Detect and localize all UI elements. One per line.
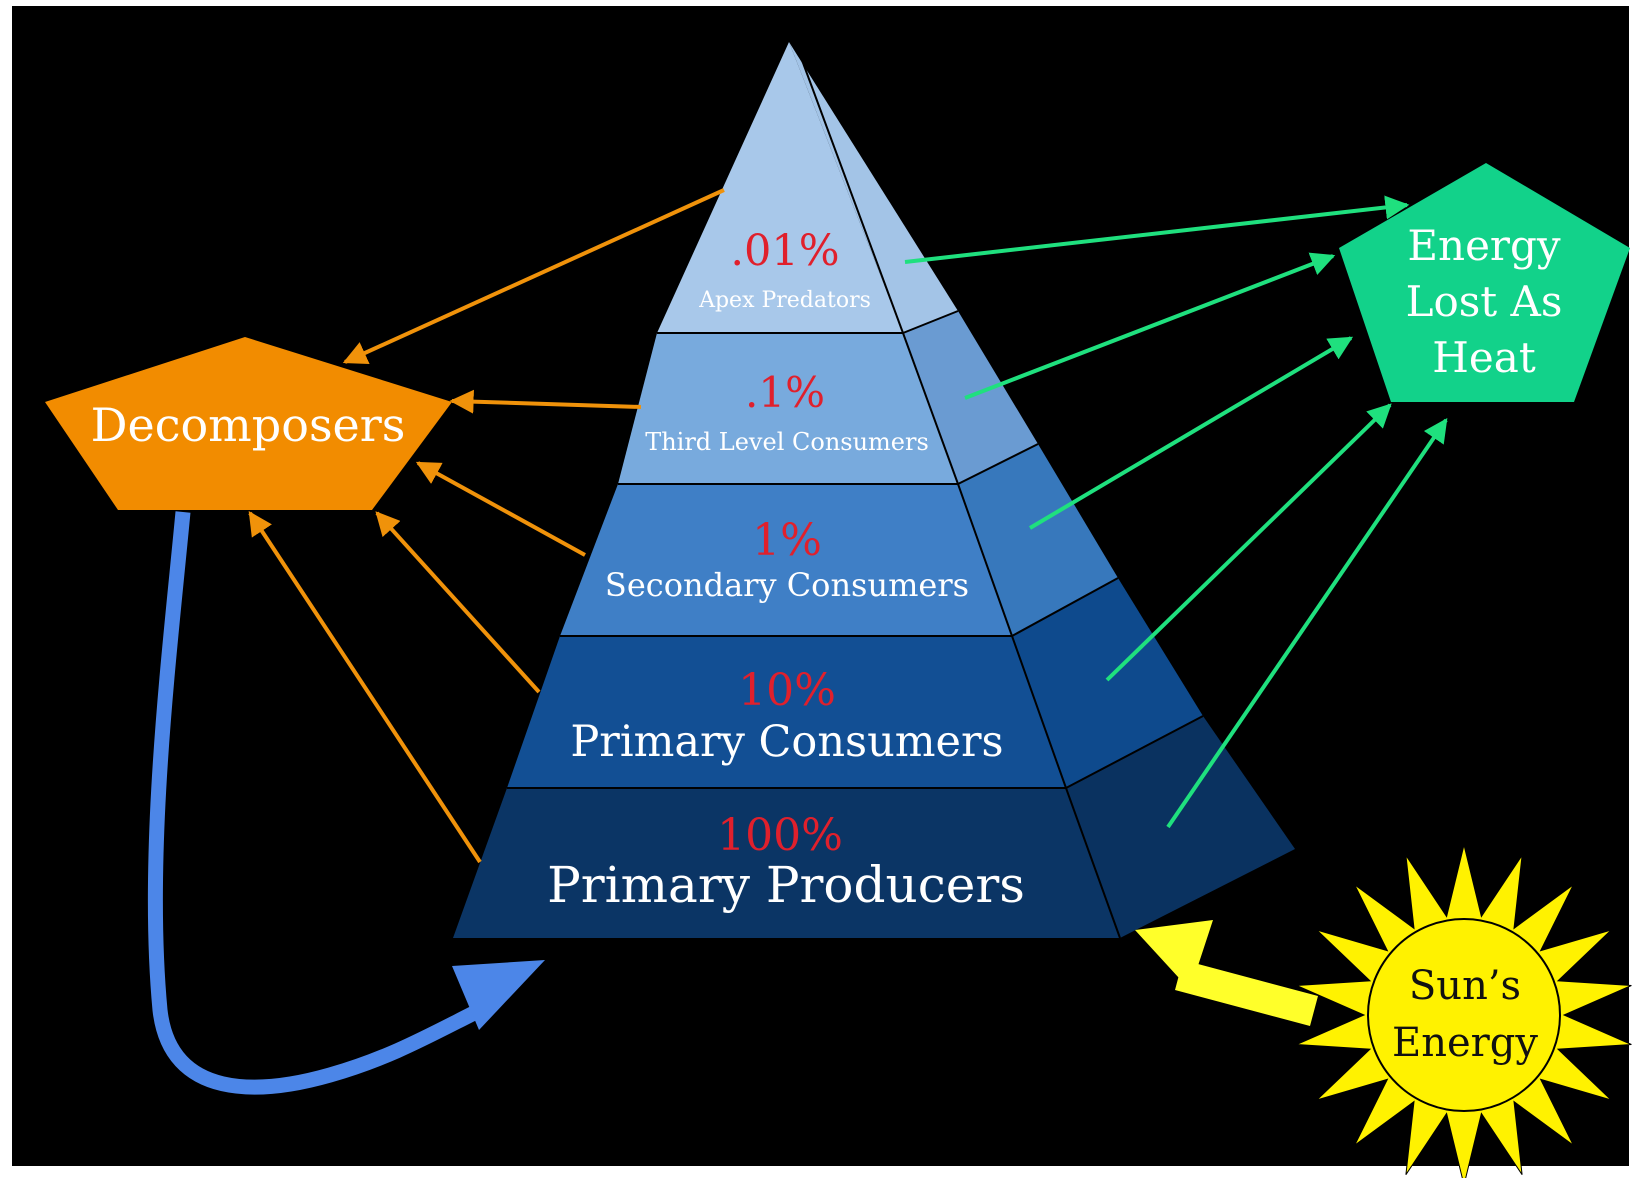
level-front-face — [657, 42, 903, 333]
level-edge — [1011, 577, 1119, 637]
sun-disc-icon — [1367, 918, 1561, 1112]
sun-arrow-shaft — [1175, 960, 1318, 1026]
level-edge — [957, 443, 1039, 485]
arrow-apex-to-heat — [904, 195, 1410, 264]
decomposers-node: Decomposers — [45, 337, 452, 510]
level-edge — [1065, 787, 1121, 939]
arrow-primary-consumers-to-decomposers — [375, 511, 541, 694]
sun-label-line1: Sun’s — [1409, 963, 1521, 1009]
level-edge — [957, 483, 1013, 637]
pyramid-level-third-level-consumers: .1% Third Level Consumers — [618, 310, 1038, 485]
level-front-face — [560, 484, 1012, 636]
level-edge — [798, 51, 904, 334]
recycle-arrowhead-icon — [452, 960, 545, 1030]
arrow-secondary-to-heat — [1028, 336, 1354, 530]
level-name: Third Level Consumers — [645, 428, 929, 456]
arrow-third-to-decomposers — [449, 389, 642, 414]
level-side-face — [958, 444, 1118, 636]
level-side-face — [1066, 716, 1295, 938]
level-edge — [1065, 715, 1204, 789]
heat-node: Energy Lost As Heat — [1339, 163, 1630, 402]
decomposer-arrows — [248, 188, 725, 864]
sun-arrow — [1135, 920, 1318, 1026]
sun-arrowhead-icon — [1135, 920, 1213, 990]
decomposers-label: Decomposers — [91, 398, 406, 452]
level-name: Apex Predators — [698, 288, 871, 313]
heat-label-line3: Heat — [1432, 333, 1536, 382]
level-name: Primary Producers — [547, 856, 1025, 914]
decomposers-pentagon — [45, 337, 452, 510]
level-name: Primary Consumers — [570, 717, 1003, 767]
level-edge — [1011, 635, 1067, 789]
pyramid-level-secondary-consumers: 1% Secondary Consumers — [560, 443, 1118, 637]
recycle-arrow — [147, 511, 545, 1095]
arrow-third-to-heat — [964, 252, 1336, 400]
level-percent: 10% — [738, 665, 836, 716]
arrow-secondary-to-decomposers — [415, 461, 586, 557]
pyramid-level-primary-consumers: 10% Primary Consumers — [507, 577, 1203, 789]
arrow-producers-to-decomposers — [248, 510, 482, 864]
level-percent: 100% — [717, 810, 843, 861]
level-percent: .1% — [745, 368, 825, 417]
pyramid: .01% Apex Predators .1% Third Level Cons… — [453, 42, 1295, 939]
level-name: Secondary Consumers — [605, 566, 969, 604]
level-percent: .01% — [730, 226, 839, 276]
heat-arrows — [904, 195, 1448, 829]
arrow-apex-to-decomposers — [342, 188, 725, 365]
level-edge — [902, 310, 959, 334]
level-front-face — [453, 788, 1120, 938]
level-side-face — [1012, 578, 1203, 788]
sun-label-line2: Energy — [1392, 1020, 1538, 1066]
level-front-face — [618, 333, 958, 484]
heat-pentagon — [1339, 163, 1630, 402]
sun-node: Sun’s Energy — [1296, 844, 1632, 1183]
level-percent: 1% — [752, 515, 822, 566]
heat-label-line2: Lost As — [1406, 277, 1563, 326]
arrow-primary-consumers-to-heat — [1105, 403, 1392, 682]
recycle-arrow-shaft — [147, 511, 484, 1095]
level-front-face — [507, 636, 1066, 788]
level-edge — [902, 332, 959, 485]
arrow-producers-to-heat — [1166, 418, 1448, 829]
pyramid-level-primary-producers: 100% Primary Producers — [453, 715, 1295, 939]
heat-label-line1: Energy — [1407, 221, 1561, 270]
